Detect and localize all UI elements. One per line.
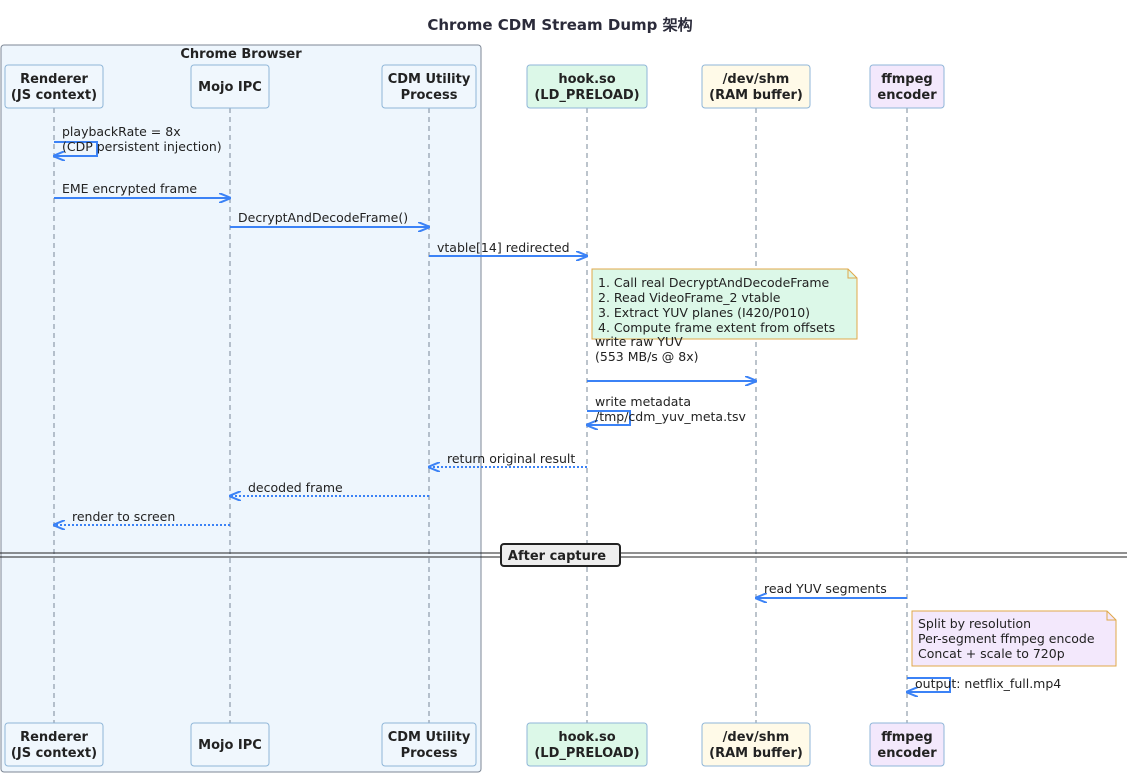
chrome-browser-group	[0, 44, 482, 773]
note-line: Concat + scale to 720p	[918, 646, 1065, 661]
participant-subtitle: encoder	[877, 746, 937, 761]
message-m4: vtable[14] redirected	[429, 240, 587, 256]
participant-subtitle: (RAM buffer)	[709, 746, 803, 761]
participant-subtitle: (LD_PRELOAD)	[534, 746, 639, 761]
participant-name: /dev/shm	[723, 730, 790, 745]
participant-hook-so-top: hook.so(LD_PRELOAD)	[526, 64, 648, 109]
message-label: read YUV segments	[764, 581, 887, 596]
divider-box	[500, 543, 621, 567]
note-line: 4. Compute frame extent from offsets	[598, 320, 835, 335]
participant-name: hook.so	[558, 72, 615, 87]
participant-name: Renderer	[20, 72, 88, 87]
note-shape	[911, 610, 1117, 667]
participant-box	[381, 722, 477, 767]
message-m1: playbackRate = 8x(CDP persistent injecti…	[54, 124, 222, 156]
message-label: DecryptAndDecodeFrame()	[238, 210, 408, 225]
participant-name: Mojo IPC	[198, 738, 262, 753]
note-line: 1. Call real DecryptAndDecodeFrame	[598, 275, 830, 290]
participant-subtitle: (JS context)	[11, 746, 97, 761]
message-m3: DecryptAndDecodeFrame()	[230, 210, 429, 227]
message-label: return original result	[447, 451, 575, 466]
self-arrow	[587, 410, 631, 425]
participant-name: hook.so	[558, 730, 615, 745]
participant-subtitle: (LD_PRELOAD)	[534, 88, 639, 103]
message-m8: decoded frame	[230, 480, 429, 496]
diagram-title: Chrome CDM Stream Dump 架构	[427, 16, 692, 34]
message-label: (553 MB/s @ 8x)	[595, 349, 698, 364]
participant-box	[701, 722, 811, 767]
note-line: 2. Read VideoFrame_2 vtable	[598, 290, 781, 305]
participant-renderer-bottom: Renderer(JS context)	[4, 722, 104, 767]
message-label: write raw YUV	[595, 334, 683, 349]
divider: After capture	[0, 543, 1127, 567]
messages: playbackRate = 8x(CDP persistent injecti…	[54, 124, 1061, 692]
participant-subtitle: Process	[401, 746, 458, 761]
message-m6: write metadata/tmp/cdm_yuv_meta.tsv	[587, 394, 746, 425]
message-label: write metadata	[595, 394, 691, 409]
participant-box	[526, 64, 648, 109]
participant-name: Renderer	[20, 730, 88, 745]
participant-subtitle: encoder	[877, 88, 937, 103]
note-fold	[847, 269, 857, 279]
message-label: vtable[14] redirected	[437, 240, 570, 255]
participant-name: Mojo IPC	[198, 80, 262, 95]
message-m9: render to screen	[54, 509, 230, 525]
participant-name: ffmpeg	[881, 730, 933, 745]
participant-subtitle: (JS context)	[11, 88, 97, 103]
participants: Renderer(JS context)Renderer(JS context)…	[4, 64, 945, 767]
message-label: output: netflix_full.mp4	[915, 676, 1061, 691]
participant-name: ffmpeg	[881, 72, 933, 87]
participant-dev-shm-top: /dev/shm(RAM buffer)	[701, 64, 811, 109]
divider-label: After capture	[508, 549, 606, 564]
participant-subtitle: Process	[401, 88, 458, 103]
participant-subtitle: (RAM buffer)	[709, 88, 803, 103]
note-fold	[1106, 611, 1116, 621]
participant-hook-so-bottom: hook.so(LD_PRELOAD)	[526, 722, 648, 767]
participant-renderer-top: Renderer(JS context)	[4, 64, 104, 109]
participant-dev-shm-bottom: /dev/shm(RAM buffer)	[701, 722, 811, 767]
participant-box	[4, 64, 104, 109]
participant-name: CDM Utility	[388, 730, 471, 745]
lifelines	[53, 108, 908, 723]
participant-box	[701, 64, 811, 109]
message-m2: EME encrypted frame	[54, 181, 230, 198]
message-m10: read YUV segments	[756, 581, 907, 598]
message-label: EME encrypted frame	[62, 181, 197, 196]
self-arrow	[54, 141, 98, 156]
participant-box	[190, 722, 270, 767]
message-label: decoded frame	[248, 480, 343, 495]
participant-mojo-ipc-top: Mojo IPC	[190, 64, 270, 109]
message-label: render to screen	[72, 509, 175, 524]
self-arrow	[907, 677, 951, 692]
group-label: Chrome Browser	[180, 47, 302, 62]
note-line: Per-segment ffmpeg encode	[918, 631, 1095, 646]
note-line: 3. Extract YUV planes (I420/P010)	[598, 305, 810, 320]
message-label: (CDP persistent injection)	[62, 139, 222, 154]
message-label: playbackRate = 8x	[62, 124, 181, 139]
note-shape	[591, 268, 858, 340]
participant-box	[381, 64, 477, 109]
message-label: /tmp/cdm_yuv_meta.tsv	[595, 409, 746, 424]
message-m11: output: netflix_full.mp4	[907, 676, 1061, 692]
message-m5: write raw YUV(553 MB/s @ 8x)	[587, 334, 756, 381]
participant-box	[869, 64, 945, 109]
participant-box	[4, 722, 104, 767]
message-m7: return original result	[429, 451, 587, 467]
participant-box	[526, 722, 648, 767]
participant-name: CDM Utility	[388, 72, 471, 87]
participant-box	[869, 722, 945, 767]
participant-mojo-ipc-bottom: Mojo IPC	[190, 722, 270, 767]
participant-box	[190, 64, 270, 109]
note-line: Split by resolution	[918, 616, 1031, 631]
participant-name: /dev/shm	[723, 72, 790, 87]
